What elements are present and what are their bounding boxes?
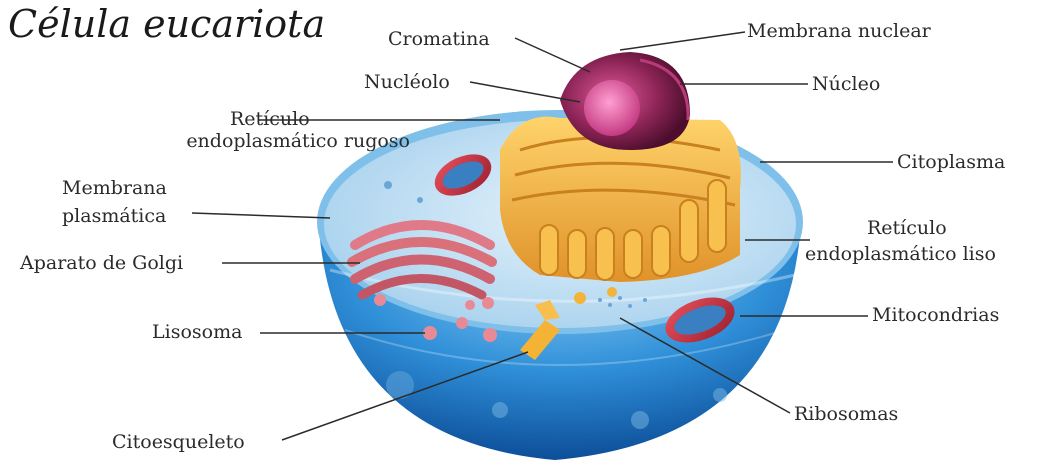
- label-membrana-nuclear: Membrana nuclear: [747, 20, 931, 42]
- label-citoesqueleto: Citoesqueleto: [112, 431, 245, 453]
- label-reticulo-liso-line1: Retículo: [805, 217, 1035, 239]
- label-membrana-plasmatica: Membrana plasmática: [62, 177, 167, 227]
- label-reticulo-rugoso-line1: Retículo: [138, 108, 410, 130]
- label-cromatina: Cromatina: [388, 28, 490, 50]
- label-reticulo-rugoso: Retículo endoplasmático rugoso: [138, 108, 410, 152]
- label-lisosoma: Lisosoma: [152, 321, 242, 343]
- label-ribosomas: Ribosomas: [794, 403, 898, 425]
- label-citoplasma: Citoplasma: [897, 151, 1005, 173]
- label-reticulo-rugoso-line2: endoplasmático rugoso: [138, 130, 410, 152]
- label-nucleolo: Nucléolo: [364, 71, 450, 93]
- label-membrana-plasmatica-line1: Membrana: [62, 177, 167, 199]
- label-reticulo-liso: Retículo endoplasmático liso: [805, 217, 1035, 265]
- label-mitocondrias: Mitocondrias: [872, 304, 999, 326]
- label-nucleo: Núcleo: [812, 73, 880, 95]
- label-aparato-golgi: Aparato de Golgi: [20, 252, 183, 274]
- label-reticulo-liso-line2: endoplasmático liso: [805, 243, 1035, 265]
- label-membrana-plasmatica-line2: plasmática: [62, 205, 167, 227]
- diagram-title: Célula eucariota: [8, 2, 325, 46]
